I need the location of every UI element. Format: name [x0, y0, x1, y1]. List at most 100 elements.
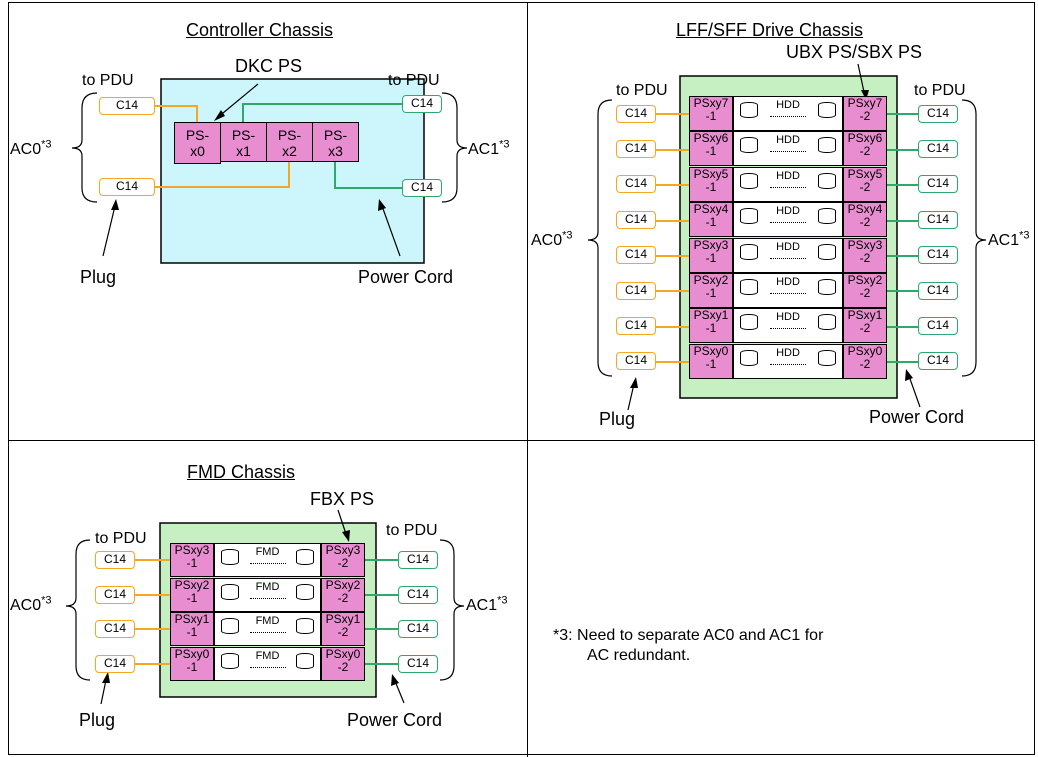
drive-chassis-title: LFF/SFF Drive Chassis — [676, 20, 864, 40]
footnote: *3: Need to separate AC0 and AC1 for AC … — [553, 626, 823, 666]
disk-icon — [740, 314, 758, 331]
c14-plug: C14 — [616, 175, 656, 194]
media-label: FMD — [255, 615, 280, 627]
c14-plug: C14 — [95, 654, 135, 673]
disk-icon — [221, 652, 239, 669]
ac0-label: AC0*3 — [531, 229, 573, 249]
ps-unit-right: PSxy2-2 — [321, 577, 365, 612]
c14-plug: C14 — [616, 104, 656, 123]
disk-icon — [740, 172, 758, 189]
ps-unit-right: PSxy5-2 — [843, 166, 887, 202]
c14-plug: C14 — [398, 620, 438, 638]
c14-plug: C14 — [95, 585, 135, 604]
ps-unit-left: PSxy5-1 — [689, 166, 733, 202]
media-label: FMD — [255, 580, 280, 593]
disk-icon — [818, 137, 836, 154]
ps-unit-left: PSxy3-1 — [689, 237, 733, 273]
media-label: HDD — [776, 311, 800, 324]
c14-plug: C14 — [918, 352, 958, 371]
media-label: FMD — [255, 649, 280, 662]
media-slot: HDD — [733, 202, 843, 238]
media-dots — [770, 293, 806, 294]
dkc-ps-label: DKC PS — [235, 56, 303, 76]
media-dots — [249, 597, 286, 599]
c14-plug: C14 — [95, 551, 135, 569]
disk-icon — [221, 618, 239, 634]
media-label: HDD — [776, 134, 800, 147]
to-pdu-left: to PDU — [616, 82, 668, 99]
disk-icon — [818, 314, 836, 331]
disk-icon — [740, 279, 758, 295]
ubx-sbx-ps-label: UBX PS/SBX PS — [786, 42, 923, 62]
media-slot: HDD — [733, 131, 843, 167]
c14-plug: C14 — [918, 139, 958, 158]
ps-unit-right: PSxy3-2 — [321, 543, 365, 577]
disk-icon — [818, 172, 836, 189]
c14-plug: C14 — [99, 178, 155, 196]
footnote-line-2: AC redundant. — [587, 647, 691, 664]
media-dots — [770, 363, 806, 365]
media-label: HDD — [776, 169, 800, 182]
ps-unit-left: PSxy3-1 — [170, 543, 214, 577]
ps-unit: PS-x1 — [220, 122, 267, 162]
plug-label: Plug — [599, 409, 636, 429]
media-label: FMD — [255, 546, 280, 558]
ps-unit-left: PSxy1-1 — [170, 612, 214, 646]
ps-unit-right: PSxy6-2 — [843, 131, 887, 167]
ps-unit: PS-x0 — [174, 122, 221, 164]
c14-plug: C14 — [616, 316, 656, 335]
media-dots — [770, 222, 806, 224]
media-dots — [770, 151, 806, 153]
ps-unit-left: PSxy1-1 — [689, 308, 733, 344]
c14-plug: C14 — [918, 316, 958, 335]
disk-icon — [818, 208, 836, 225]
fbx-ps-label: FBX PS — [310, 489, 375, 509]
ac0-label: AC0*3 — [10, 138, 52, 158]
media-slot: FMD — [214, 612, 321, 646]
ps-unit-right: PSxy4-2 — [843, 202, 887, 238]
disk-icon — [296, 549, 314, 565]
media-slot: HDD — [733, 237, 843, 273]
media-dots — [249, 563, 286, 564]
c14-plug: C14 — [398, 551, 438, 569]
to-pdu-right: to PDU — [386, 522, 438, 539]
media-dots — [249, 666, 286, 668]
disk-icon — [818, 279, 836, 295]
ps-unit-right: PSxy2-2 — [843, 273, 887, 308]
disk-icon — [740, 349, 758, 366]
media-label: HDD — [776, 276, 800, 288]
media-slot: HDD — [733, 343, 843, 379]
c14-plug: C14 — [616, 246, 656, 265]
c14-plug: C14 — [616, 281, 656, 300]
media-slot: HDD — [733, 308, 843, 344]
media-label: HDD — [776, 205, 800, 218]
media-label: HDD — [776, 99, 800, 111]
c14-plug: C14 — [398, 654, 438, 673]
fmd-chassis-title: FMD Chassis — [187, 462, 296, 482]
disk-icon — [740, 243, 758, 260]
to-pdu-left: to PDU — [82, 72, 134, 89]
ac1-label: AC1*3 — [988, 229, 1030, 249]
media-slot: FMD — [214, 577, 321, 612]
ps-unit: PS-x3 — [312, 122, 359, 162]
media-label: HDD — [776, 240, 800, 253]
ac1-label: AC1*3 — [468, 138, 510, 158]
power-cord-label: Power Cord — [358, 267, 454, 287]
media-slot: HDD — [733, 273, 843, 308]
ps-unit-left: PSxy2-1 — [170, 577, 214, 612]
to-pdu-right: to PDU — [388, 72, 440, 89]
to-pdu-right: to PDU — [914, 82, 966, 99]
media-slot: FMD — [214, 543, 321, 577]
to-pdu-left: to PDU — [95, 530, 147, 547]
disk-icon — [740, 137, 758, 154]
controller-chassis-title: Controller Chassis — [186, 20, 334, 40]
power-cord-label: Power Cord — [869, 407, 965, 427]
ps-unit-right: PSxy7-2 — [843, 96, 887, 131]
c14-plug: C14 — [918, 281, 958, 300]
disk-icon — [740, 208, 758, 225]
media-dots — [770, 116, 806, 117]
disk-icon — [818, 349, 836, 366]
ps-unit: PS-x2 — [266, 122, 313, 162]
media-label: HDD — [776, 346, 800, 359]
media-dots — [249, 632, 286, 633]
